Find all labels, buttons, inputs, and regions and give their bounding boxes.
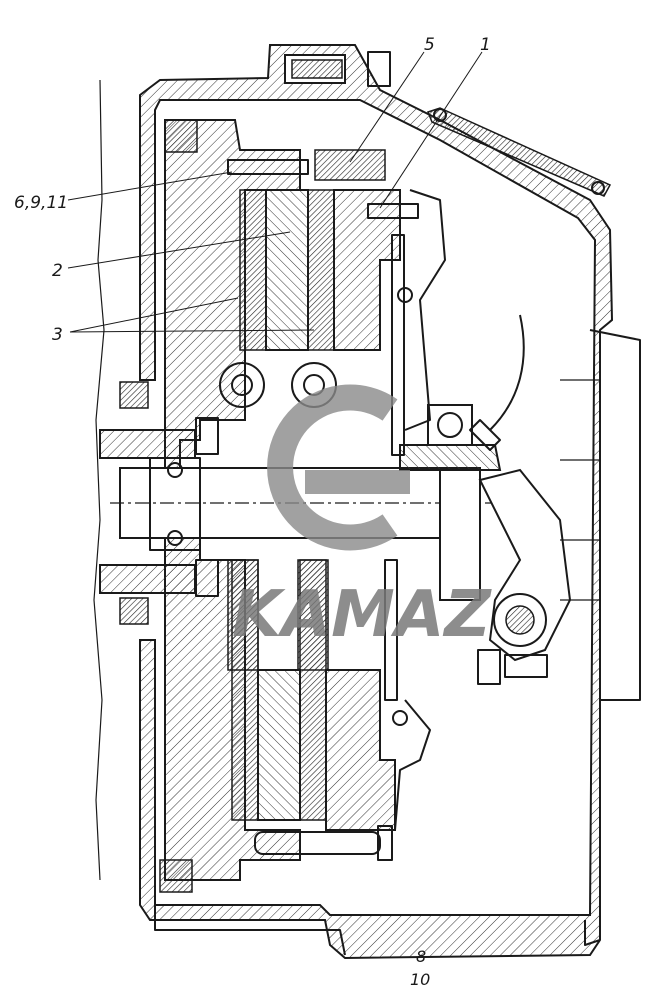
housing-bottom-flange	[154, 905, 346, 956]
callout-5: 5	[424, 35, 435, 55]
pressure-plate	[333, 189, 401, 351]
crank-bolt-upper	[195, 417, 219, 455]
leader-1	[379, 51, 483, 209]
flywheel-pin	[227, 159, 309, 175]
bottom-pin-nut	[377, 825, 393, 861]
kamaz-logo-text: KAMAZ	[232, 578, 492, 652]
kamaz-watermark: KAMAZ	[232, 384, 492, 652]
intermediate-plate-lower	[257, 669, 301, 821]
release-bearing	[427, 404, 473, 446]
hub-lower-2	[297, 559, 329, 671]
page-number-top: 8	[416, 947, 426, 966]
release-fork	[478, 468, 572, 662]
cover-plate-right	[404, 189, 446, 431]
callout-2: 2	[52, 261, 63, 281]
grease-fitting	[469, 419, 501, 451]
spring-retainer-upper	[397, 287, 413, 303]
fork-clamp-bolt	[477, 649, 501, 685]
flywheel-ring-bottom	[159, 859, 193, 893]
crank-flange-lower	[99, 564, 196, 594]
cover-bolt-right	[591, 181, 605, 195]
top-bolt	[291, 59, 343, 79]
fork-shaft	[493, 593, 547, 647]
clutch-housing	[139, 44, 614, 960]
pressure-plate-stud	[367, 203, 419, 219]
release-bearing-ball	[437, 412, 463, 438]
hub-lower-1	[227, 559, 259, 671]
housing-inner-contour-right	[589, 329, 641, 701]
fork-clamp-nut	[504, 654, 548, 678]
cover-plate-lower-right	[394, 699, 431, 831]
callout-3: 3	[52, 325, 63, 345]
leader-5	[349, 51, 425, 163]
kamaz-logo-bar	[305, 470, 410, 494]
release-sleeve	[399, 444, 502, 471]
pressure-spring-upper	[391, 234, 405, 456]
housing-rib-lower	[560, 539, 601, 601]
flywheel-ring-top	[164, 119, 198, 153]
leader-6911	[67, 171, 233, 201]
fork-shaft-inner	[505, 605, 535, 635]
grease-tube	[489, 314, 525, 431]
hub-upper-1	[219, 362, 265, 408]
pressure-spring-lower	[384, 559, 398, 701]
leader-2	[67, 231, 291, 269]
crank-bolt-lower	[195, 559, 219, 597]
pilot-bearing-ball-top	[167, 462, 183, 478]
leader-3a	[69, 297, 239, 333]
housing-bottom-right	[584, 920, 601, 946]
leader-3b	[69, 329, 315, 333]
bottom-pin	[254, 831, 381, 855]
top-bolt-head	[367, 51, 391, 87]
kamaz-logo-ring	[267, 384, 398, 551]
pressure-plate-bolt	[314, 149, 386, 181]
cover-bolt-left	[433, 108, 447, 122]
spring-retainer-lower	[392, 710, 408, 726]
page-number-bottom: 10	[410, 970, 430, 989]
callout-1: 1	[480, 35, 491, 55]
pressure-plate-lower	[325, 669, 396, 831]
housing-rib	[560, 379, 601, 461]
seal-upper	[119, 381, 149, 409]
driven-disc-2	[307, 189, 335, 351]
seal-lower	[119, 597, 149, 625]
hub-upper-1-inner	[231, 374, 253, 396]
release-hub	[439, 469, 481, 601]
crank-flange-upper	[99, 429, 196, 459]
intermediate-plate	[265, 189, 309, 351]
callout-6-9-11: 6,9,11	[14, 193, 68, 213]
pilot-bearing-ball-bottom	[167, 530, 183, 546]
driven-disc-1	[239, 189, 267, 351]
engine-housing-outline	[93, 79, 105, 881]
